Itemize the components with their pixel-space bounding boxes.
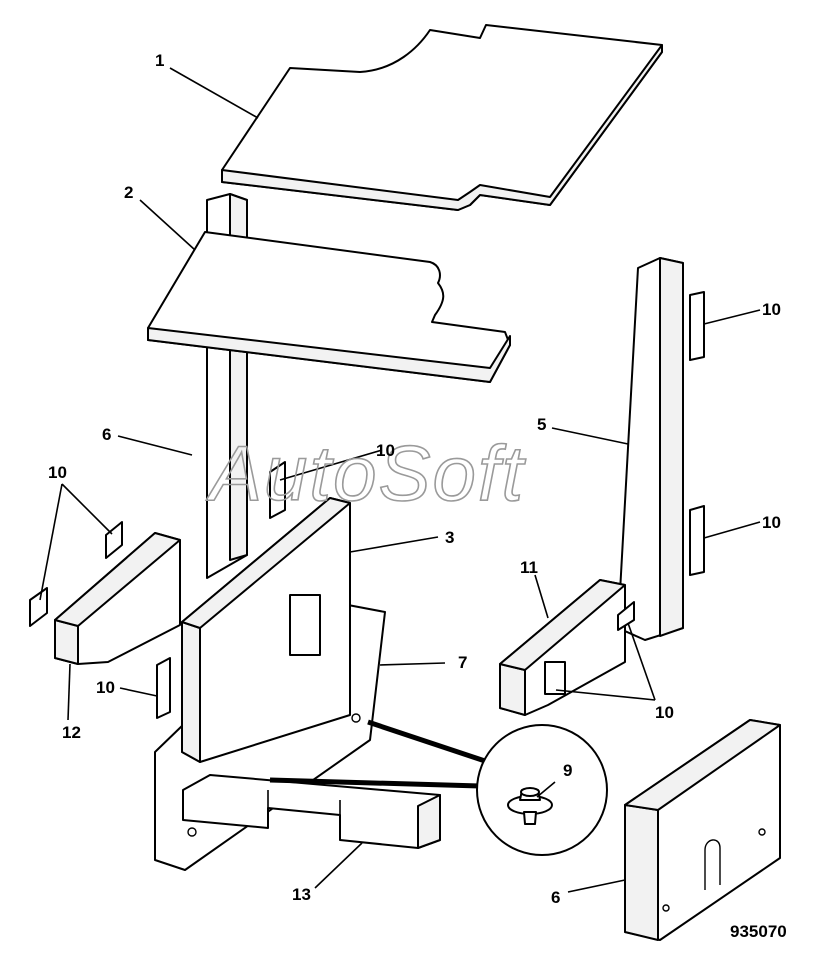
bolt-hole xyxy=(758,828,766,836)
pad xyxy=(29,587,48,627)
callout-6-upper: 6 xyxy=(102,425,111,444)
part-3-front-block xyxy=(181,497,351,763)
callout-12: 12 xyxy=(62,723,81,742)
bolt-hole xyxy=(351,713,361,723)
callout-6-lower: 6 xyxy=(551,888,560,907)
detail-circle xyxy=(476,724,608,856)
callout-7: 7 xyxy=(458,653,467,672)
pad xyxy=(269,461,286,519)
callout-labels: 1 2 6 10 5 10 10 10 3 11 7 10 10 12 9 13… xyxy=(48,51,781,907)
pad xyxy=(105,521,123,559)
callout-2: 2 xyxy=(124,183,133,202)
bolt-top xyxy=(520,787,540,797)
square-window xyxy=(289,594,321,656)
u-slot xyxy=(704,839,721,890)
callout-10-mid-right: 10 xyxy=(762,513,781,532)
callout-10-center: 10 xyxy=(376,441,395,460)
watermark: AutoSoft xyxy=(206,429,527,517)
callout-1: 1 xyxy=(155,51,164,70)
pad xyxy=(689,291,705,361)
part-11-right-block xyxy=(499,579,626,716)
block-slot xyxy=(544,661,566,695)
bolt-shank xyxy=(523,811,537,825)
part-2-middle-panel xyxy=(147,231,511,383)
bolt-hole xyxy=(662,904,670,912)
pad xyxy=(617,601,635,631)
callout-11: 11 xyxy=(520,558,538,577)
pad xyxy=(156,657,171,719)
pad xyxy=(689,505,705,576)
part-13-long-bar xyxy=(182,774,441,849)
callout-10-lower-left: 10 xyxy=(96,678,115,697)
part-12-left-block xyxy=(54,532,181,665)
part-5-tapered-post xyxy=(617,257,684,641)
callout-9: 9 xyxy=(563,761,572,780)
part-1-top-panel xyxy=(221,24,663,211)
callout-10-left: 10 xyxy=(48,463,67,482)
callout-10-top-right: 10 xyxy=(762,300,781,319)
callout-3: 3 xyxy=(445,528,454,547)
part-10-pads xyxy=(29,291,705,719)
figure-number: 935070 xyxy=(730,922,787,941)
bolt-hole xyxy=(187,827,197,837)
detail-view-fastener xyxy=(269,719,608,856)
callout-5: 5 xyxy=(537,415,546,434)
leader-lines xyxy=(39,67,761,893)
part-6-slotted-block xyxy=(624,719,781,941)
callout-10-lower-right: 10 xyxy=(655,703,674,722)
callout-13: 13 xyxy=(292,885,311,904)
